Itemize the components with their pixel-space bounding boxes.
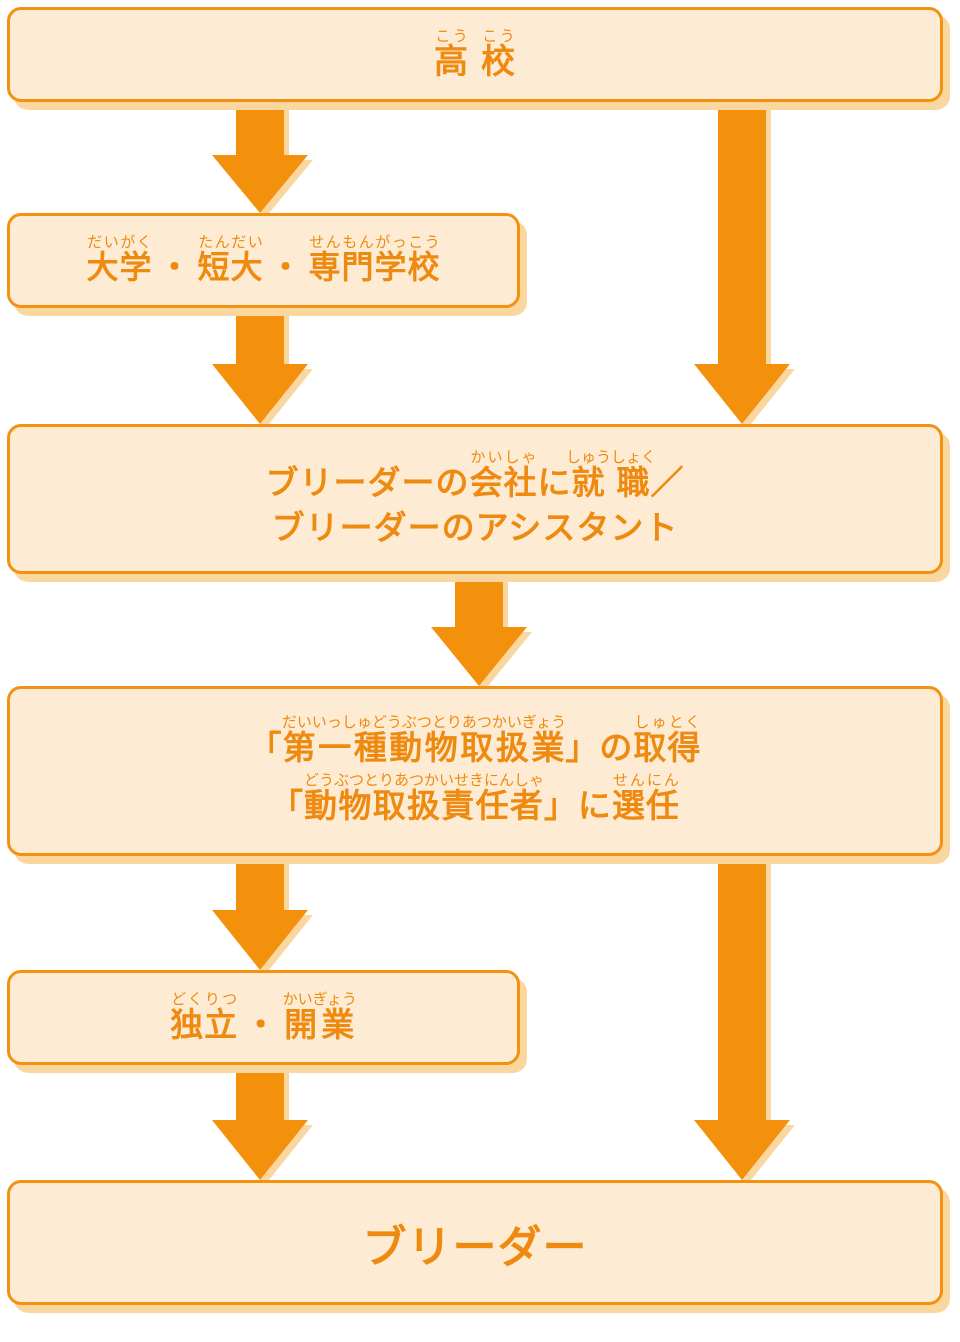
university-label: 大学だいがく・短大たんだい・専門学校せんもんがっこう xyxy=(86,233,441,286)
box-breeder: ブリーダー xyxy=(7,1180,943,1305)
company-line-1: ブリーダーの会社かいしゃに就職しゅうしょく／ xyxy=(265,447,685,502)
license-line-2: 「動物取扱責任者どうぶつとりあつかいせきにんしゃ」に選任せんにん xyxy=(270,771,680,825)
arrow-license-to-breeder xyxy=(694,854,790,1180)
arrow-independence-to-breeder xyxy=(212,1063,308,1180)
box-independence: 独立どくりつ・開業かいぎょう xyxy=(7,970,520,1065)
arrow-license-to-independence xyxy=(212,854,308,970)
box-company-employment: ブリーダーの会社かいしゃに就職しゅうしょく／ ブリーダーのアシスタント xyxy=(7,424,943,574)
arrow-university-to-company xyxy=(212,306,308,424)
arrow-highschool-to-company xyxy=(694,100,790,424)
box-high-school: 高こう校こう xyxy=(7,7,943,102)
breeder-label: ブリーダー xyxy=(362,1221,588,1273)
license-line-1: 「第一種動物取扱業だいいっしゅどうぶつとりあつかいぎょう」の取得しゅとく xyxy=(248,713,702,768)
box-license: 「第一種動物取扱業だいいっしゅどうぶつとりあつかいぎょう」の取得しゅとく 「動物… xyxy=(7,686,943,856)
box-university: 大学だいがく・短大たんだい・専門学校せんもんがっこう xyxy=(7,213,520,308)
high-school-label: 高こう校こう xyxy=(434,26,516,82)
arrow-company-to-license xyxy=(431,572,527,686)
arrow-highschool-to-university xyxy=(212,100,308,213)
independence-label: 独立どくりつ・開業かいぎょう xyxy=(170,989,357,1044)
company-line-2: ブリーダーのアシスタント xyxy=(271,507,679,547)
